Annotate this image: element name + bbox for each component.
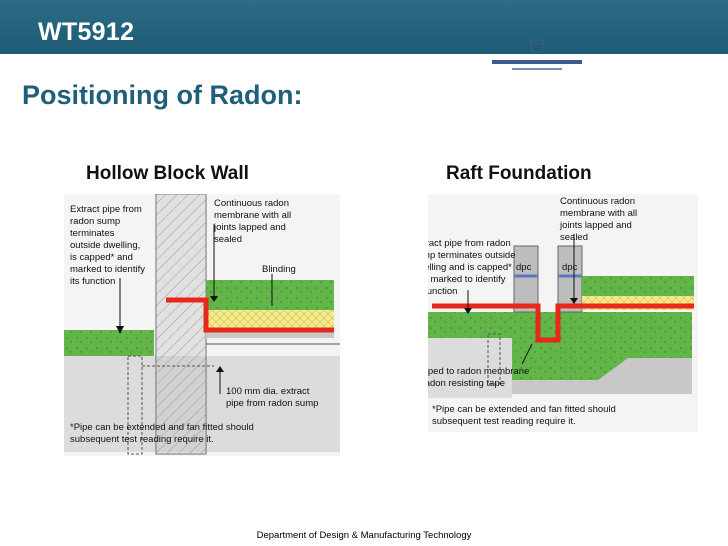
dpc-right-label: dpc	[562, 262, 578, 273]
hollow-block-wall-diagram: Extract pipe from radon sump terminates …	[64, 194, 340, 456]
extract-pipe-label: Extract pipe from radon sump terminates …	[428, 238, 518, 297]
raft-foundation-diagram: Continuous radon membrane with all joint…	[428, 194, 698, 432]
dpc-left-label: dpc	[516, 262, 532, 273]
course-code: WT5912	[38, 18, 135, 46]
membrane-label: Continuous radon membrane with all joint…	[559, 196, 640, 243]
blinding-label: Blinding	[262, 264, 296, 275]
radon-membrane-line	[432, 303, 694, 343]
extract-pipe-label: Extract pipe from radon sump terminates …	[70, 204, 148, 287]
membrane-label: Continuous radon membrane with all joint…	[213, 198, 294, 245]
right-figure-heading: Raft Foundation	[446, 163, 592, 184]
pipe-label: 100 mm dia. extract pipe from radon sump	[226, 386, 318, 409]
radon-membrane-line	[166, 297, 334, 333]
dpc-tape-label: dpc taped to radon membrane with radon r…	[428, 366, 532, 389]
slide-title: Positioning of Radon:	[22, 80, 303, 110]
header-bar	[0, 0, 728, 54]
department-footer: Department of Design & Manufacturing Tec…	[256, 530, 472, 541]
pipe-note: *Pipe can be extended and fan fitted sho…	[432, 404, 618, 427]
left-figure-heading: Hollow Block Wall	[86, 163, 249, 184]
university-crest-logo	[492, 39, 582, 70]
pipe-note: *Pipe can be extended and fan fitted sho…	[70, 422, 256, 445]
